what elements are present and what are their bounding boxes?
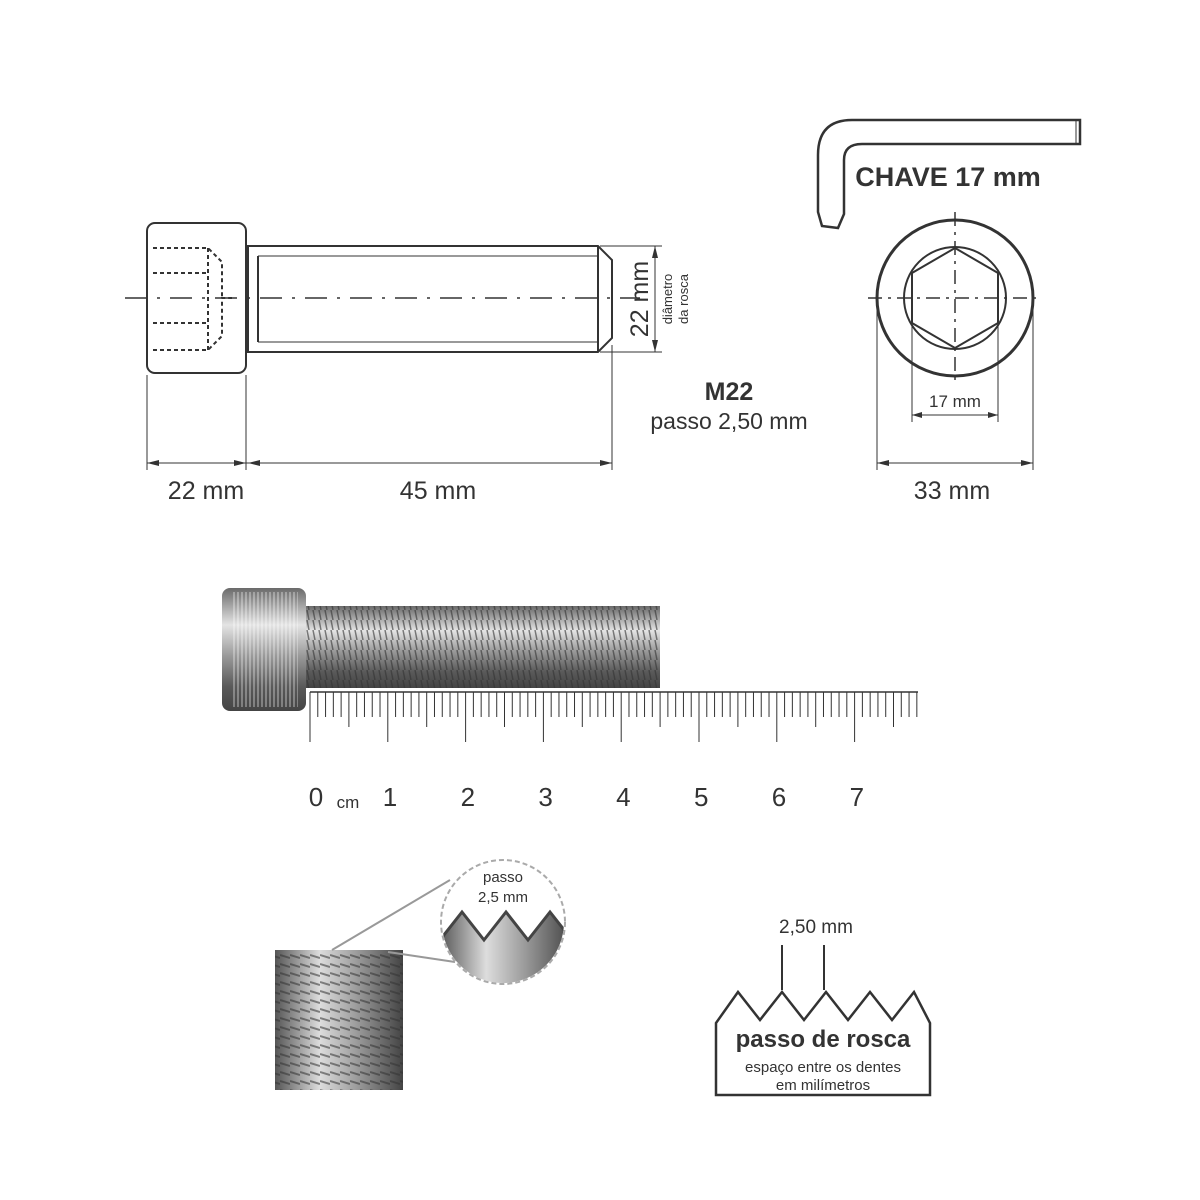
ruler-label: 7 [850, 782, 864, 812]
pitch-caption-2: em milímetros [776, 1077, 870, 1094]
closeup-label-2: 2,5 mm [478, 889, 528, 906]
head-length-label: 22 mm [168, 477, 244, 505]
thread-spec-label: M22 [705, 378, 754, 406]
bolt-side-view: 22 mm 45 mm 22 mm diâmetro da rosca M22 … [125, 222, 808, 505]
pitch-measure-label: 2,50 mm [779, 917, 853, 938]
closeup-label-1: passo [483, 869, 523, 886]
bolt-shank-outline [247, 245, 613, 353]
allen-key: CHAVE 17 mm [816, 118, 1082, 230]
ruler-unit: cm [337, 793, 360, 812]
allen-key-icon [816, 118, 1082, 230]
ruler-label: 5 [694, 782, 708, 812]
bolt-head-front-view: 17 mm 33 mm [868, 212, 1042, 505]
pitch-title: passo de rosca [736, 1026, 911, 1053]
key-size-title: CHAVE 17 mm [855, 162, 1041, 192]
ruler-label: 1 [383, 782, 397, 812]
thread-diameter-label: 22 mm [626, 261, 654, 337]
thread-diameter-caption-2: da rosca [676, 273, 691, 324]
head-diameter-label: 33 mm [914, 477, 990, 505]
pitch-caption-1: espaço entre os dentes [745, 1059, 901, 1076]
ruler-label: 6 [772, 782, 786, 812]
ruler-label: 4 [616, 782, 630, 812]
bolt-photo [222, 588, 660, 711]
ruler-label: 2 [461, 782, 475, 812]
socket-hidden-lines [153, 247, 232, 351]
thread-profile [714, 989, 932, 1097]
ruler-label: 3 [538, 782, 552, 812]
pitch-diagram: 2,50 mm passo de rosca espaço entre os d… [714, 917, 932, 1097]
ruler: cm 0 1 2 3 4 5 6 7 [309, 691, 918, 812]
thread-diameter-caption-1: diâmetro [660, 274, 675, 325]
socket-size-label: 17 mm [929, 392, 981, 411]
thread-closeup: passo 2,5 mm [275, 859, 566, 1090]
ruler-label: 0 [309, 782, 323, 812]
magnifier-circle [440, 859, 566, 985]
shank-length-label: 45 mm [400, 477, 476, 505]
thread-pitch-label: passo 2,50 mm [650, 408, 807, 434]
